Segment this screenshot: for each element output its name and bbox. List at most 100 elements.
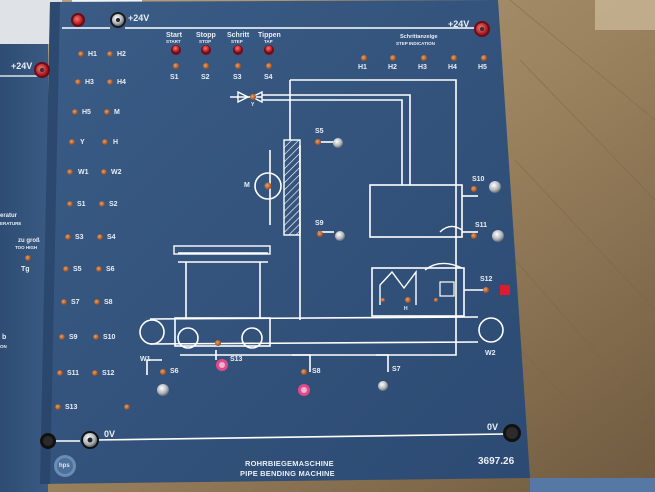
term-w1: W1 <box>78 169 89 176</box>
label-s13-diagram: S13 <box>230 356 243 363</box>
bottom-right-panel <box>530 478 655 492</box>
model-number: 3697.26 <box>478 456 515 467</box>
left-panel <box>0 40 48 492</box>
terminal-0v-left[interactable] <box>40 431 99 449</box>
hps-logo <box>54 455 76 477</box>
button-stop[interactable] <box>201 45 211 69</box>
left-sockets <box>25 51 130 410</box>
term-s4: S4 <box>107 234 116 241</box>
button-tap-label: Tippen <box>258 32 281 39</box>
voltage-right-label: +24V <box>448 19 470 29</box>
heater-label: H <box>404 306 408 312</box>
terminal-24v-top[interactable] <box>110 12 126 28</box>
voltage-top-label: +24V <box>128 13 150 23</box>
term-s3: S3 <box>75 234 84 241</box>
label-s8: S8 <box>312 368 321 375</box>
term-h4: H4 <box>117 79 126 86</box>
term-h: H <box>113 139 119 146</box>
main-panel <box>40 0 530 484</box>
button-tap[interactable] <box>264 45 274 69</box>
left-fragment-3: zu groß <box>18 238 40 244</box>
button-start-label-en: START <box>166 39 181 44</box>
label-s5: S5 <box>315 128 324 135</box>
terminal-24v-left-top[interactable] <box>71 13 85 27</box>
led-h5-label: H5 <box>478 64 487 71</box>
button-step-code: S3 <box>233 74 242 81</box>
panel-title-de: ROHRBIEGEMASCHINE <box>245 459 334 468</box>
button-step-label-en: STEP <box>231 39 243 44</box>
term-h2: H2 <box>117 51 126 58</box>
terminal-24v-leftpanel[interactable] <box>34 62 50 78</box>
term-s2: S2 <box>109 201 118 208</box>
pink-buttons[interactable] <box>216 285 510 396</box>
term-h1: H1 <box>88 51 97 58</box>
button-step-label: Schritt <box>227 32 250 39</box>
led-h1 <box>361 55 367 61</box>
term-s13: S13 <box>65 404 78 411</box>
button-step[interactable] <box>233 45 243 69</box>
ground-label-right: 0V <box>487 422 499 432</box>
term-h3: H3 <box>85 79 94 86</box>
term-m: M <box>114 109 120 116</box>
led-h2 <box>390 55 396 61</box>
term-h5: H5 <box>82 109 91 116</box>
label-s12: S12 <box>480 276 493 283</box>
terminal-24v-right[interactable] <box>474 21 490 37</box>
term-s6: S6 <box>106 266 115 273</box>
button-tap-code: S4 <box>264 74 273 81</box>
term-s11: S11 <box>67 370 80 377</box>
left-fragment-b: b <box>2 334 7 341</box>
led-h4 <box>451 55 457 61</box>
led-h5 <box>481 55 487 61</box>
left-fragment-2: ERATURE <box>0 221 22 226</box>
step-indication-title-de: Schrittanzeige <box>400 34 438 40</box>
led-h2-label: H2 <box>388 64 397 71</box>
wall-highlight <box>595 0 655 30</box>
label-s9: S9 <box>315 220 324 227</box>
button-start-label: Start <box>166 32 182 39</box>
term-y: Y <box>80 139 85 146</box>
left-fragment-tg: Tg <box>21 266 30 273</box>
button-start-code: S1 <box>170 74 179 81</box>
led-h1-label: H1 <box>358 64 367 71</box>
button-tap-label-en: TAP <box>264 39 273 44</box>
term-s5: S5 <box>73 266 82 273</box>
label-s10: S10 <box>472 176 485 183</box>
toggle-switches[interactable] <box>157 138 504 396</box>
panel-title-en: PIPE BENDING MACHINE <box>240 469 335 478</box>
led-h3-label: H3 <box>418 64 427 71</box>
term-s9: S9 <box>69 334 78 341</box>
button-row <box>171 45 274 69</box>
ground-label: 0V <box>104 429 116 439</box>
button-stop-code: S2 <box>201 74 210 81</box>
hps-logo-text: hps <box>59 463 70 469</box>
button-stop-label: Stopp <box>196 32 216 39</box>
term-s8: S8 <box>104 299 113 306</box>
label-s6: S6 <box>170 368 179 375</box>
led-h4-label: H4 <box>448 64 457 71</box>
label-s11: S11 <box>475 222 488 229</box>
label-w2: W2 <box>485 350 496 357</box>
button-stop-label-en: STOP <box>199 39 212 44</box>
led-h3 <box>421 55 427 61</box>
label-w1: W1 <box>140 356 151 363</box>
left-fragment-on: ON <box>0 344 7 349</box>
step-indication-title-en: STEP INDICATION <box>396 41 435 46</box>
terminal-0v-right[interactable] <box>503 424 521 442</box>
button-start[interactable] <box>171 45 181 69</box>
term-w2: W2 <box>111 169 122 176</box>
term-s10: S10 <box>103 334 116 341</box>
term-s7: S7 <box>71 299 80 306</box>
left-fragment-1: eratur <box>0 213 18 219</box>
valve-label: Y <box>251 102 255 108</box>
valve-symbol <box>237 90 263 104</box>
term-s12: S12 <box>102 370 115 377</box>
motor-label: M <box>244 182 250 189</box>
motor-symbol <box>254 172 282 200</box>
voltage-leftpanel-label: +24V <box>11 61 33 71</box>
term-s1: S1 <box>77 201 86 208</box>
step-leds <box>361 55 487 61</box>
label-s7: S7 <box>392 366 401 373</box>
